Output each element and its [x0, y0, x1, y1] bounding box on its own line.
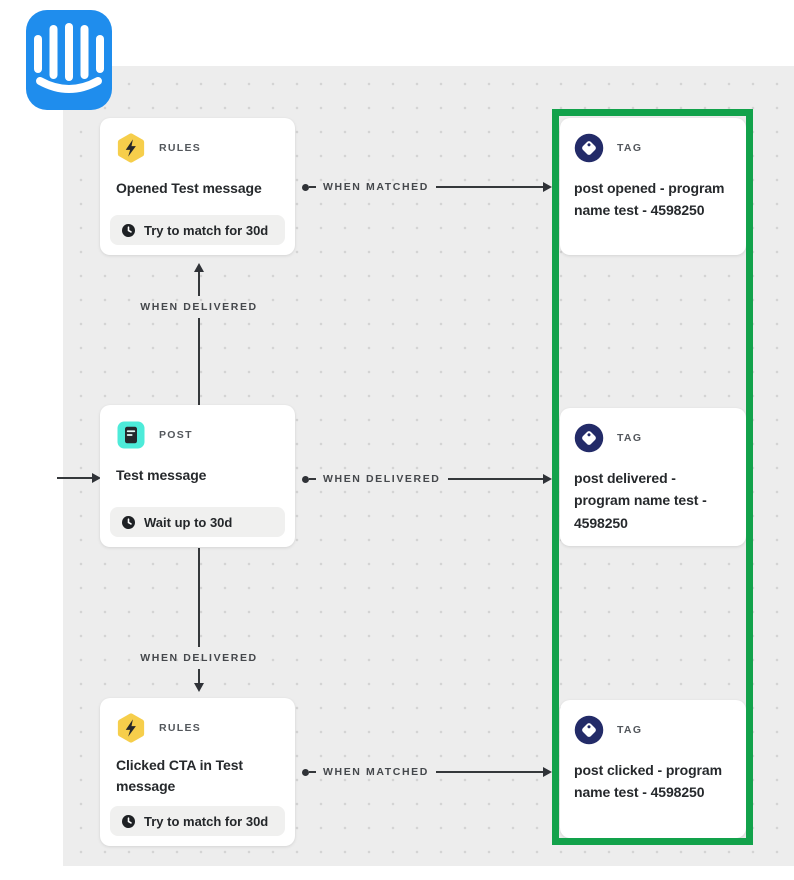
tag-icon	[574, 423, 604, 453]
connector-when-matched-bottom: WHEN MATCHED	[302, 762, 552, 782]
node-type-label: TAG	[617, 432, 643, 444]
connector-entry	[57, 468, 101, 488]
tag-node-delivered[interactable]: TAG post delivered - program name test -…	[560, 408, 746, 546]
arrowhead-right-icon	[543, 182, 552, 192]
connector-start-dot	[302, 183, 309, 191]
rules-node-opened[interactable]: RULES Opened Test message Try to match f…	[100, 118, 295, 255]
node-title: post clicked - program name test - 45982…	[574, 762, 722, 801]
node-type-label: RULES	[159, 142, 202, 154]
connector-label: WHEN DELIVERED	[323, 473, 441, 485]
connector-label: WHEN MATCHED	[323, 766, 429, 778]
node-footer-text: Try to match for 30d	[144, 222, 269, 238]
node-footer-text: Try to match for 30d	[144, 813, 269, 829]
post-node-test-message[interactable]: POST Test message Wait up to 30d	[100, 405, 295, 547]
tag-node-opened[interactable]: TAG post opened - program name test - 45…	[560, 118, 746, 255]
node-footer-pill: Wait up to 30d	[110, 507, 285, 537]
tag-icon	[574, 133, 604, 163]
connector-when-delivered-down: WHEN DELIVERED	[134, 548, 264, 692]
rules-node-clicked[interactable]: RULES Clicked CTA in Test message Try to…	[100, 698, 295, 846]
node-footer-pill: Try to match for 30d	[110, 215, 285, 245]
clock-icon	[122, 223, 135, 237]
connector-when-matched-top: WHEN MATCHED	[302, 177, 552, 197]
node-title: Opened Test message	[116, 180, 262, 196]
node-type-label: TAG	[617, 142, 643, 154]
tag-node-clicked[interactable]: TAG post clicked - program name test - 4…	[560, 700, 746, 838]
rules-lightning-icon	[116, 133, 146, 163]
intercom-logo-icon	[26, 10, 112, 110]
node-type-label: TAG	[617, 724, 643, 736]
arrowhead-down-icon	[194, 683, 204, 692]
node-title: Clicked CTA in Test message	[116, 757, 243, 794]
node-type-label: RULES	[159, 722, 202, 734]
connector-when-delivered-up: WHEN DELIVERED	[134, 263, 264, 405]
node-type-label: POST	[159, 429, 193, 441]
connector-label: WHEN DELIVERED	[140, 301, 258, 313]
clock-icon	[122, 515, 135, 529]
rules-lightning-icon	[116, 713, 146, 743]
connector-start-dot	[302, 768, 309, 776]
connector-label: WHEN MATCHED	[323, 181, 429, 193]
node-footer-pill: Try to match for 30d	[110, 806, 285, 836]
connector-label: WHEN DELIVERED	[140, 652, 258, 664]
post-note-icon	[116, 420, 146, 450]
node-title: post delivered - program name test - 459…	[574, 470, 707, 531]
connector-when-delivered-mid: WHEN DELIVERED	[302, 469, 552, 489]
node-title: Test message	[116, 467, 207, 483]
tag-icon	[574, 715, 604, 745]
arrowhead-right-icon	[92, 473, 101, 483]
clock-icon	[122, 814, 135, 828]
node-title: post opened - program name test - 459825…	[574, 180, 725, 219]
arrowhead-up-icon	[194, 263, 204, 272]
node-footer-text: Wait up to 30d	[144, 514, 233, 530]
arrowhead-right-icon	[543, 767, 552, 777]
arrowhead-right-icon	[543, 474, 552, 484]
connector-start-dot	[302, 475, 309, 483]
